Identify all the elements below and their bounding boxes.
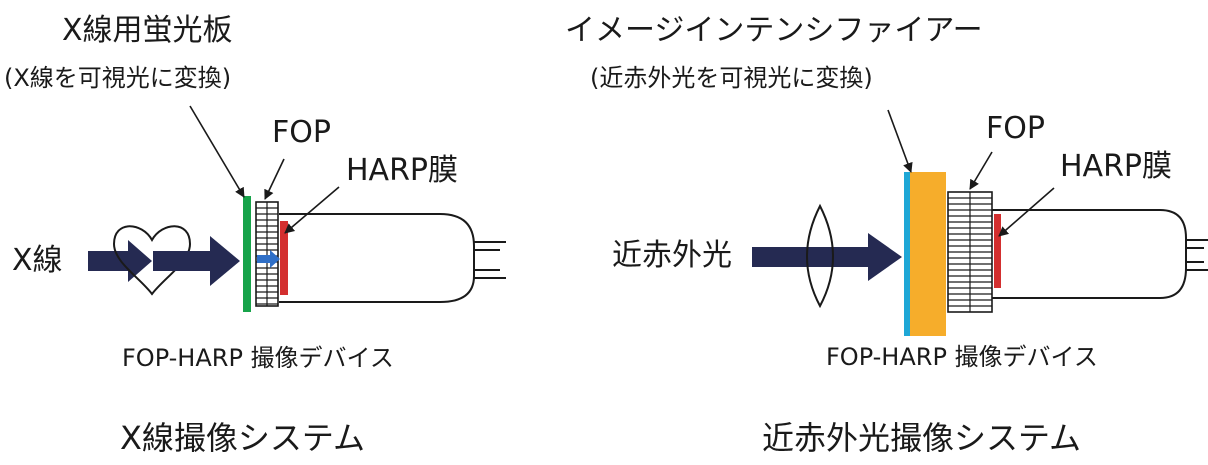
left-system (88, 105, 506, 312)
intensifier-body (910, 172, 946, 336)
fop-block (255, 201, 279, 307)
harp-label: HARP膜 (346, 153, 459, 188)
imaging-tube-outline (992, 209, 1187, 299)
fop-label: FOP (986, 111, 1045, 146)
nir-source-label: 近赤外光 (612, 238, 732, 273)
nir-beam-arrow (752, 233, 902, 281)
intensifier-subtitle: (近赤外光を可視光に変換) (590, 64, 873, 92)
xray-beam-arrow-2 (153, 236, 240, 286)
screen-subtitle: (X線を可視光に変換) (4, 64, 232, 92)
fop-pointer (969, 151, 993, 190)
imaging-tube-outline (279, 213, 475, 303)
screen-pointer (189, 105, 245, 198)
device-label: FOP-HARP 撮像デバイス (122, 344, 394, 372)
light-arrow (257, 250, 280, 268)
tube-pins (474, 241, 506, 279)
phosphor-screen (243, 196, 251, 312)
fop-block (947, 191, 993, 313)
device-label: FOP-HARP 撮像デバイス (826, 343, 1098, 371)
system-title: X線撮像システム (120, 419, 365, 457)
tube-pins (1186, 239, 1208, 271)
heart-icon (112, 225, 192, 296)
fop-label: FOP (272, 115, 331, 150)
xray-source-label: X線 (12, 243, 63, 278)
intensifier-title: イメージインテンシファイアー (565, 13, 983, 48)
harp-film (994, 214, 1001, 288)
screen-title: X線用蛍光板 (62, 13, 233, 48)
harp-film (280, 221, 288, 295)
harp-pointer (998, 187, 1055, 237)
harp-label: HARP膜 (1060, 149, 1173, 184)
system-title: 近赤外光撮像システム (762, 419, 1082, 457)
lens-icon (806, 203, 834, 309)
intensifier-window (904, 172, 910, 336)
fop-pointer (264, 158, 285, 200)
harp-pointer (284, 186, 340, 234)
right-system (752, 109, 1208, 336)
intensifier-pointer (887, 109, 913, 173)
